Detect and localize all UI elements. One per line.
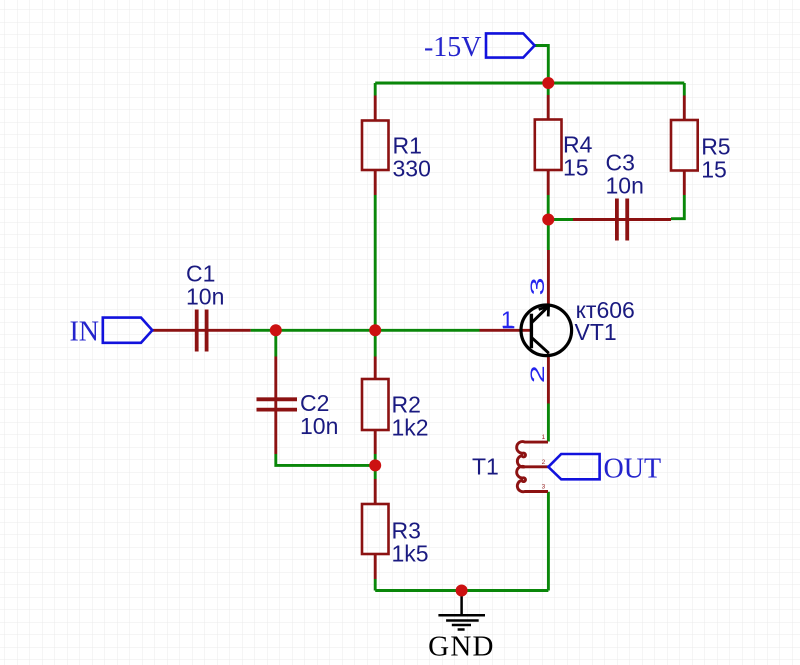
- svg-text:R3: R3: [392, 517, 421, 543]
- svg-text:C3: C3: [606, 150, 635, 176]
- svg-text:R4: R4: [563, 132, 593, 158]
- svg-text:15: 15: [701, 157, 727, 183]
- svg-text:10n: 10n: [186, 283, 224, 309]
- svg-text:2: 2: [542, 459, 546, 466]
- svg-text:GND: GND: [428, 631, 494, 663]
- svg-text:R2: R2: [392, 392, 421, 418]
- svg-text:2: 2: [527, 365, 549, 383]
- svg-text:1: 1: [542, 434, 546, 441]
- svg-text:3: 3: [527, 277, 549, 295]
- svg-text:OUT: OUT: [604, 453, 662, 484]
- svg-text:кт606: кт606: [576, 297, 635, 323]
- svg-text:R5: R5: [701, 134, 730, 160]
- svg-text:1k2: 1k2: [392, 415, 429, 441]
- svg-text:330: 330: [393, 155, 431, 181]
- svg-text:3: 3: [542, 484, 546, 491]
- svg-text:15: 15: [563, 155, 589, 181]
- svg-text:C1: C1: [186, 260, 215, 286]
- svg-text:R1: R1: [393, 132, 422, 158]
- svg-text:10n: 10n: [300, 413, 338, 439]
- svg-text:VT1: VT1: [575, 319, 617, 345]
- svg-text:-15V: -15V: [424, 32, 482, 63]
- svg-text:C2: C2: [300, 390, 329, 416]
- svg-text:1: 1: [501, 306, 514, 332]
- svg-text:IN: IN: [69, 317, 99, 348]
- svg-text:T1: T1: [472, 454, 499, 480]
- svg-text:10n: 10n: [606, 173, 644, 199]
- svg-text:1k5: 1k5: [392, 540, 429, 566]
